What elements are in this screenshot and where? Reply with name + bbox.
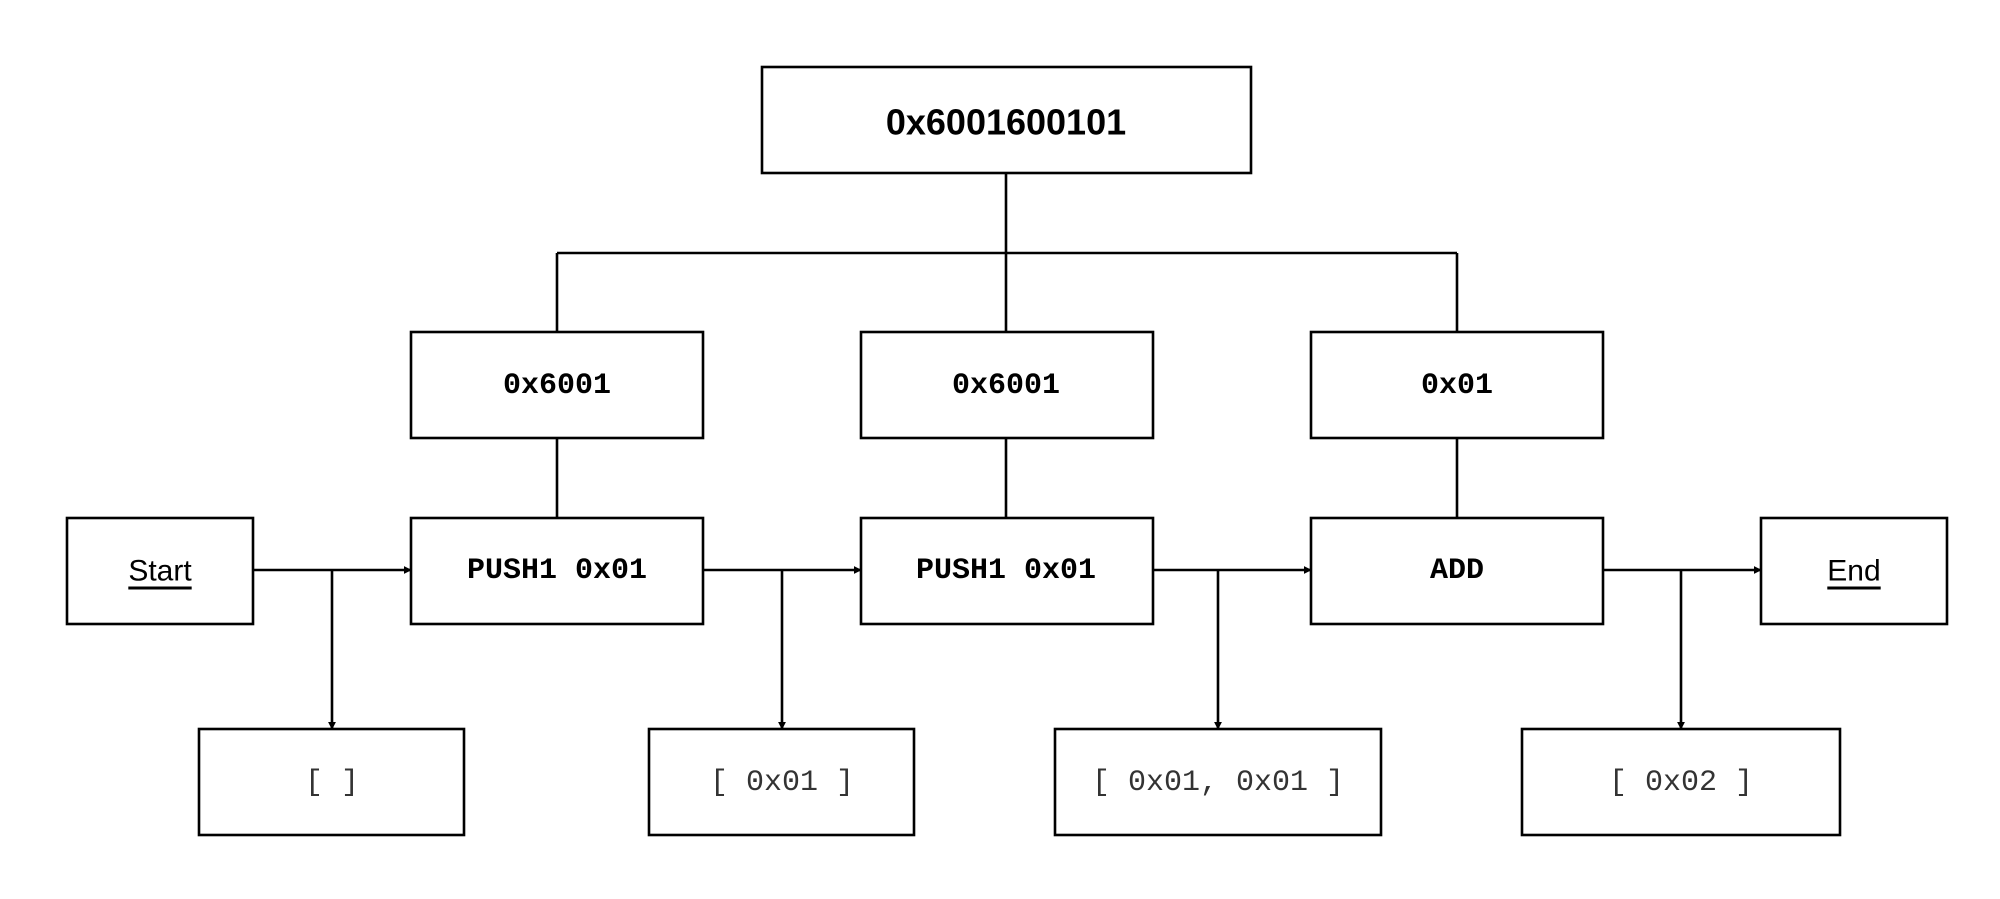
instruction-node-2: PUSH1 0x01	[859, 516, 1155, 626]
tree-connectors	[555, 173, 1459, 518]
end-box	[1759, 516, 1949, 626]
stack-node-4: [ 0x02 ]	[1520, 727, 1842, 837]
chunk-label-3: 0x01	[1421, 369, 1493, 403]
root-bytecode-box	[760, 65, 1253, 175]
instruction-label-3: ADD	[1430, 554, 1484, 588]
instruction-box-1	[409, 516, 705, 626]
stack-box-2	[647, 727, 916, 837]
end-node: End	[1759, 516, 1949, 626]
chunk-node-1: 0x6001	[409, 330, 705, 440]
chunk-box-3	[1309, 330, 1605, 440]
instruction-box-2	[859, 516, 1155, 626]
stack-label-2: [ 0x01 ]	[710, 766, 854, 800]
chunk-box-2	[859, 330, 1155, 440]
instruction-label-2: PUSH1 0x01	[916, 554, 1096, 588]
chunk-box-1	[409, 330, 705, 440]
stack-arrows	[328, 570, 1685, 730]
chunk-node-2: 0x6001	[859, 330, 1155, 440]
instruction-label-1: PUSH1 0x01	[467, 554, 647, 588]
start-label: Start	[128, 555, 192, 588]
stack-node-1: [ ]	[197, 727, 466, 837]
chunk-node-3: 0x01	[1309, 330, 1605, 440]
chunk-label-2: 0x6001	[952, 369, 1060, 403]
instruction-box-3	[1309, 516, 1605, 626]
end-label: End	[1827, 555, 1880, 588]
root-bytecode-node: 0x6001600101	[760, 65, 1253, 175]
stack-label-3: [ 0x01, 0x01 ]	[1092, 766, 1344, 800]
instruction-node-1: PUSH1 0x01	[409, 516, 705, 626]
instruction-node-3: ADD	[1309, 516, 1605, 626]
stack-node-2: [ 0x01 ]	[647, 727, 916, 837]
stack-node-3: [ 0x01, 0x01 ]	[1053, 727, 1383, 837]
stack-box-3	[1053, 727, 1383, 837]
root-bytecode-label: 0x6001600101	[886, 102, 1126, 143]
stack-box-1	[197, 727, 466, 837]
stack-box-4	[1520, 727, 1842, 837]
start-node: Start	[65, 516, 255, 626]
stack-label-1: [ ]	[305, 766, 359, 800]
stack-label-4: [ 0x02 ]	[1609, 766, 1753, 800]
chunk-label-1: 0x6001	[503, 369, 611, 403]
start-box	[65, 516, 255, 626]
